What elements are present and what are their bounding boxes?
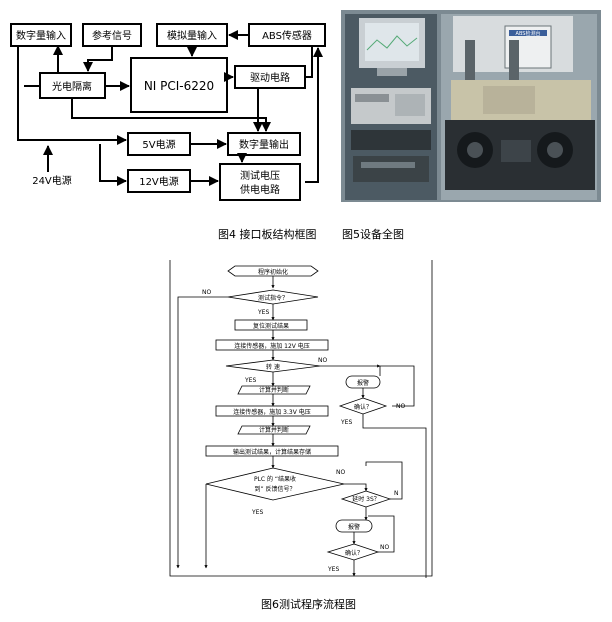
connect-12v-box: [215, 339, 329, 351]
ni-pci-label: NI PCI-6220: [144, 79, 214, 93]
24v-power-label: 24V电源: [32, 174, 72, 187]
test-program-flowchart: 程序初始化 测试指令？ 复位测试结果 连接传感器，施加 12V 电压 转 速 计…: [169, 260, 433, 578]
drive-circuit-label: 驱动电路: [250, 71, 290, 84]
no-label-confirm2: NO: [380, 544, 389, 551]
connect-3v3-box: [215, 405, 329, 417]
n-label-timeout: N: [394, 490, 399, 497]
no-label-rotation: NO: [318, 357, 327, 364]
abs-sensor-label: ABS传感器: [262, 29, 312, 42]
test-supply-label-line2: 供电电路: [240, 183, 280, 196]
no-label-plc: NO: [336, 469, 345, 476]
plc-question-line1: PLC 的 “结果收: [254, 475, 296, 483]
alarm-2-label: 报警: [348, 523, 360, 531]
opto-isolation-label: 光电隔离: [52, 80, 92, 93]
calc-judge-2: [237, 425, 311, 435]
no-label-test: NO: [202, 289, 211, 296]
yes-label-test: YES: [257, 309, 269, 316]
init-label: 程序初始化: [258, 268, 288, 276]
yes-label-confirm1: YES: [340, 419, 352, 426]
confirm-2-label: 确认？: [345, 549, 363, 557]
figure5-caption: 图5设备全图: [342, 228, 404, 241]
connect-12v-label: 连接传感器，施加 12V 电压: [234, 342, 310, 350]
test-command-label: 测试指令？: [258, 294, 288, 302]
interface-board-block-diagram: 数字量输入 参考信号 模拟量输入 ABS传感器 光电隔离 NI PCI-6220…: [10, 23, 326, 201]
yes-label-plc: YES: [251, 509, 263, 516]
digital-input-label: 数字量输入: [16, 29, 66, 42]
12v-power-label: 12V电源: [139, 175, 179, 188]
reset-label: 复位测试结果: [253, 322, 289, 330]
digital-output-box: [227, 132, 301, 156]
no-label-confirm1: NO: [396, 403, 405, 410]
plc-feedback-decision: [205, 467, 345, 501]
init-shape: [227, 265, 319, 277]
digital-output-label: 数字量输出: [239, 138, 289, 151]
output-store-box: [205, 445, 339, 457]
calc-judge-1-label: 计算并判断: [259, 386, 289, 394]
alarm-1-label: 报警: [357, 379, 369, 387]
yes-label-rotation: YES: [244, 377, 256, 384]
confirm-1-label: 确认？: [354, 403, 372, 411]
analog-input-label: 模拟量输入: [167, 29, 217, 42]
yes-label-confirm2: YES: [327, 566, 339, 573]
reset-result-box: [234, 319, 308, 331]
test-supply-label-line1: 测试电压: [240, 169, 280, 182]
figure4-caption: 图4 接口板结构框图: [218, 228, 317, 241]
output-store-label: 输出测试结果，计算结果存储: [233, 448, 311, 456]
rotation-label: 转 速: [266, 363, 280, 371]
plc-question-line2: 到” 反馈信号？: [254, 485, 295, 493]
digital-input-box: [10, 23, 72, 47]
5v-power-label: 5V电源: [142, 138, 175, 151]
reference-signal-label: 参考信号: [92, 29, 132, 42]
ni-pci-box: [130, 57, 228, 113]
test-supply-box: [219, 163, 301, 201]
calc-judge-1: [237, 385, 311, 395]
equipment-photo: ABS检测台: [341, 10, 601, 202]
connect-3v3-label: 连接传感器，施加 3.3V 电压: [233, 408, 310, 416]
timeout-label: 延时 3S？: [352, 495, 380, 503]
figure6-caption: 图6测试程序流程图: [261, 598, 356, 611]
calc-judge-2-label: 计算并判断: [259, 426, 289, 434]
panel-sign: [509, 30, 547, 36]
panel-sign-text: ABS检测台: [516, 30, 541, 37]
equipment-photo-illustration: ABS检测台: [341, 10, 601, 202]
